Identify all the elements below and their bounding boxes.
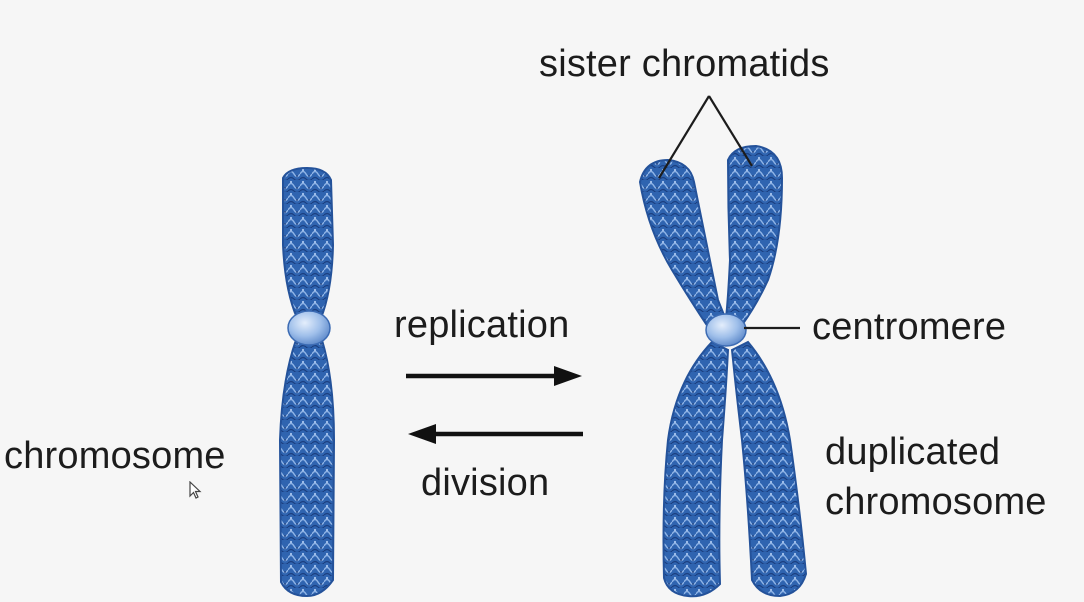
single-chromosome bbox=[278, 166, 336, 598]
division-arrow bbox=[408, 424, 583, 444]
chromosome-lower-arm bbox=[278, 339, 336, 598]
chromatid-left-upper bbox=[638, 158, 728, 332]
mouse-pointer-icon bbox=[189, 481, 202, 499]
division-label: division bbox=[421, 462, 550, 504]
chromosome-label: chromosome bbox=[4, 435, 226, 477]
duplicated-label-line1: duplicated bbox=[825, 431, 1001, 473]
replication-arrow bbox=[406, 366, 582, 386]
centromere-label: centromere bbox=[812, 306, 1007, 348]
sister-chromatids-pointer-left bbox=[658, 95, 710, 179]
duplicated-label-line2: chromosome bbox=[825, 481, 1047, 523]
chromosome-upper-arm bbox=[282, 166, 335, 319]
sister-chromatids-pointer-right bbox=[708, 95, 753, 167]
chromatid-right-upper bbox=[724, 144, 784, 327]
replication-label: replication bbox=[394, 304, 570, 346]
chromatid-right-lower bbox=[730, 340, 808, 598]
sister-chromatids-label: sister chromatids bbox=[539, 43, 830, 85]
centromere-single bbox=[287, 310, 331, 346]
centromere-duplicated bbox=[705, 313, 747, 347]
duplicated-chromosome bbox=[638, 144, 808, 598]
label-leader-lines bbox=[658, 95, 800, 330]
chromatid-left-lower bbox=[662, 340, 730, 598]
